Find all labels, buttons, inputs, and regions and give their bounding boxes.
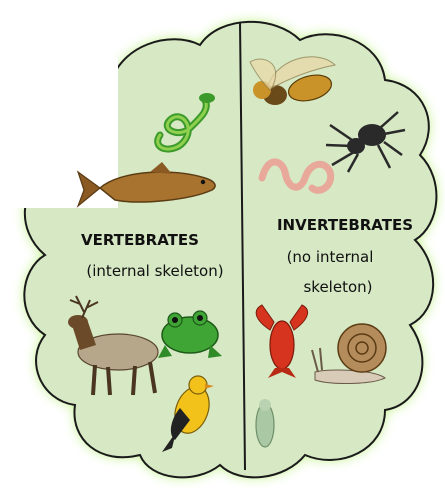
invertebrates-title: INVERTEBRATES bbox=[277, 216, 413, 234]
invertebrates-subtitle-line2: skeleton) bbox=[303, 278, 372, 296]
vertebrates-title: VERTEBRATES bbox=[81, 231, 199, 249]
vertebrates-subtitle: (internal skeleton) bbox=[86, 262, 223, 280]
invertebrates-subtitle-line1: (no internal bbox=[287, 248, 374, 266]
blank-area bbox=[0, 58, 118, 208]
